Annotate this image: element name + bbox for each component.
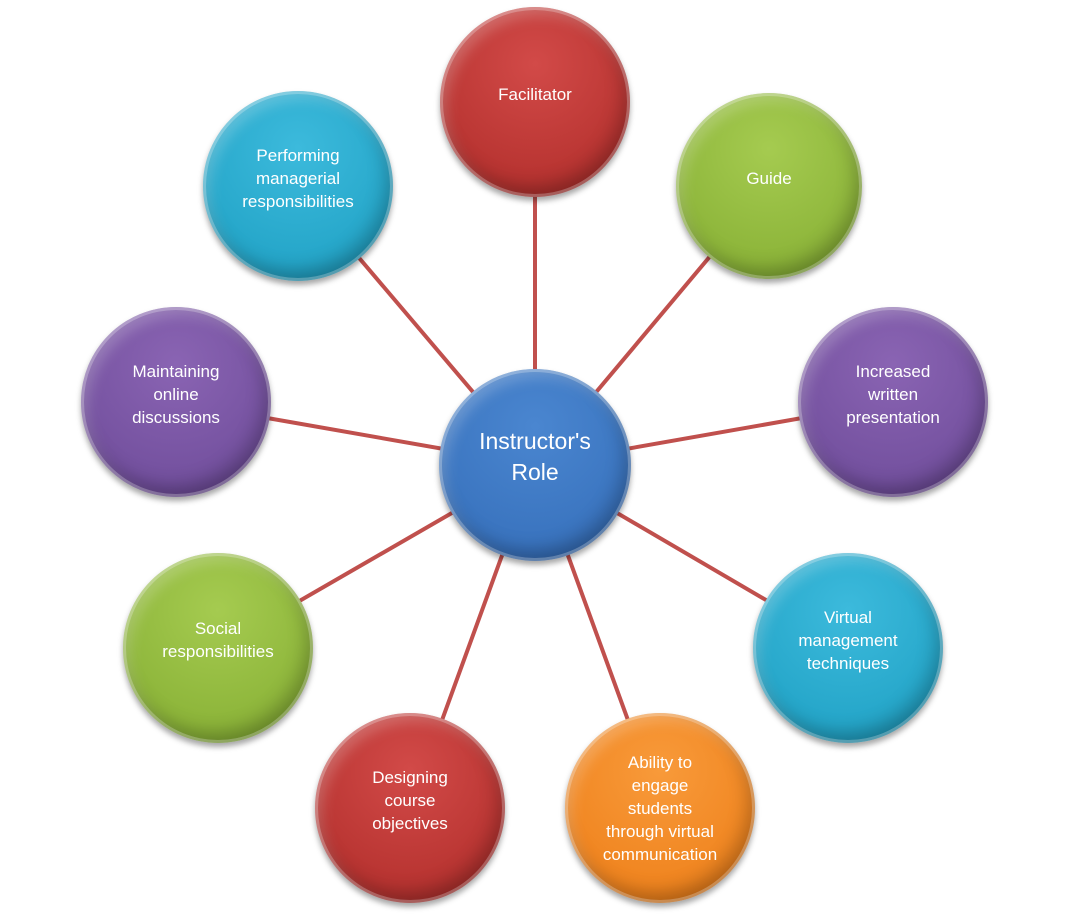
node-label: Guide (746, 168, 792, 188)
node-social-responsibilities: Social responsibilities (123, 553, 313, 743)
node-virtual-management-techniques: Virtual management techniques (753, 553, 943, 743)
node-label: Social responsibilities (162, 619, 274, 661)
node-ability-to-engage: Ability to engage students through virtu… (565, 713, 755, 903)
node-label: Designing course objectives (372, 767, 448, 833)
node-label: Performing managerial responsibilities (242, 145, 354, 211)
node-label: Ability to engage students through virtu… (602, 752, 718, 864)
node-maintaining-online-discussions: Maintaining online discussions (81, 307, 271, 497)
center-node-instructors-role: Instructor's Role (439, 369, 631, 561)
node-label: Maintaining online discussions (132, 361, 220, 427)
node-label: Facilitator (498, 84, 572, 104)
node-performing-managerial-responsibilities: Performing managerial responsibilities (203, 91, 393, 281)
node-increased-written-presentation: Increased written presentation (798, 307, 988, 497)
node-facilitator: Facilitator (440, 7, 630, 197)
node-label: Virtual management techniques (798, 607, 898, 673)
node-guide: Guide (676, 93, 862, 279)
node-designing-course-objectives: Designing course objectives (315, 713, 505, 903)
center-label: Instructor's Role (479, 428, 591, 485)
node-label: Increased written presentation (846, 361, 940, 427)
